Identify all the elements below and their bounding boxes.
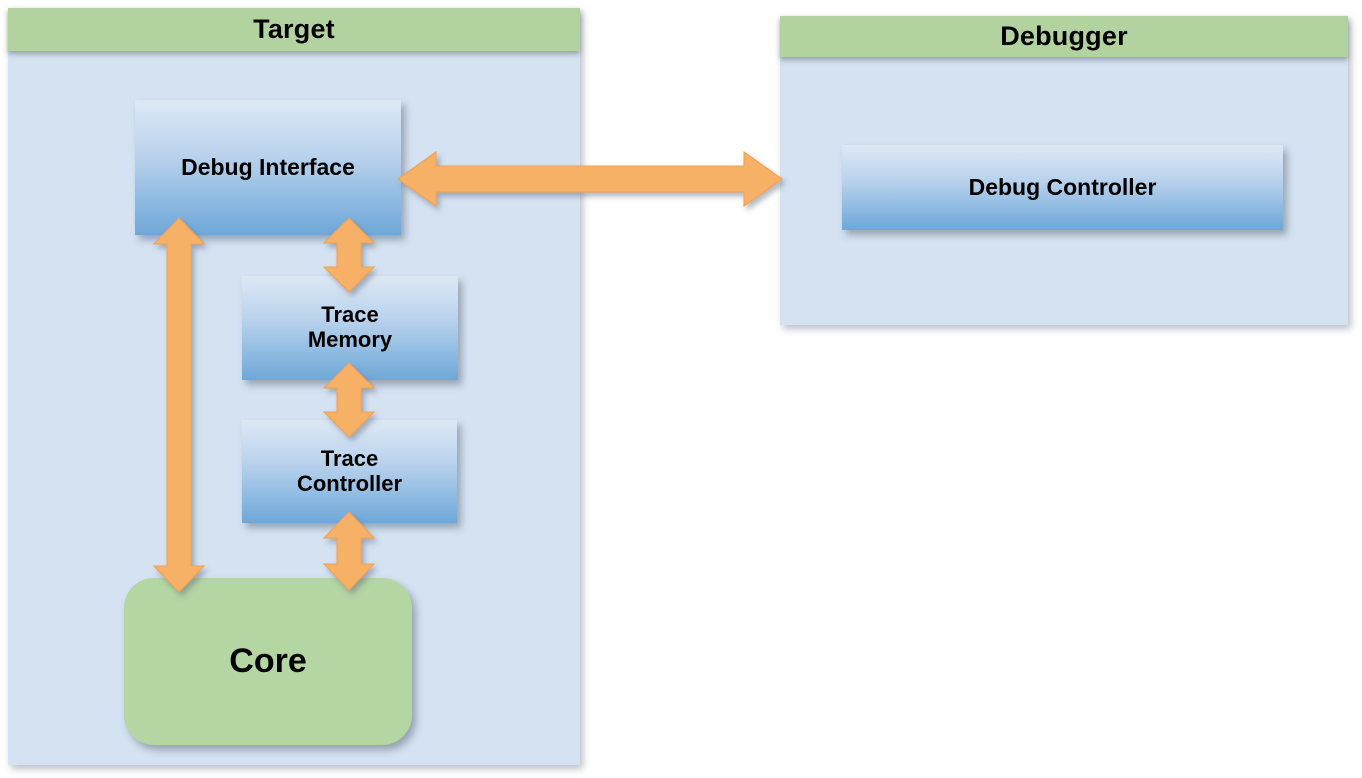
trace-controller-block[interactable]: Trace Controller xyxy=(242,420,457,523)
trace-controller-label-line2: Controller xyxy=(296,470,403,496)
trace-memory-label-line1: Trace xyxy=(321,302,379,328)
debug-interface-label: Debug Interface xyxy=(181,153,355,180)
trace-memory-block[interactable]: Trace Memory xyxy=(242,276,458,380)
arrow-trace-controller-to-core xyxy=(322,511,376,591)
debug-controller-label: Debug Controller xyxy=(968,173,1157,200)
debugger-panel-title: Debugger xyxy=(1000,21,1128,51)
trace-controller-label-line1: Trace xyxy=(320,445,379,471)
trace-memory-label-line2: Memory xyxy=(307,327,393,352)
arrow-debug-interface-to-debug-controller xyxy=(397,148,783,210)
debug-controller-block[interactable]: Debug Controller xyxy=(842,145,1283,230)
core-block[interactable]: Core xyxy=(124,578,412,745)
core-label: Core xyxy=(229,642,307,680)
debug-interface-block[interactable]: Debug Interface xyxy=(135,100,401,235)
target-panel-header: Target xyxy=(8,8,580,51)
arrow-debug-interface-to-trace-memory xyxy=(322,217,376,293)
arrow-trace-memory-to-trace-controller xyxy=(322,362,376,438)
debugger-panel-header: Debugger xyxy=(780,16,1348,57)
arrow-debug-interface-to-core xyxy=(152,217,206,593)
target-panel-title: Target xyxy=(253,14,335,44)
